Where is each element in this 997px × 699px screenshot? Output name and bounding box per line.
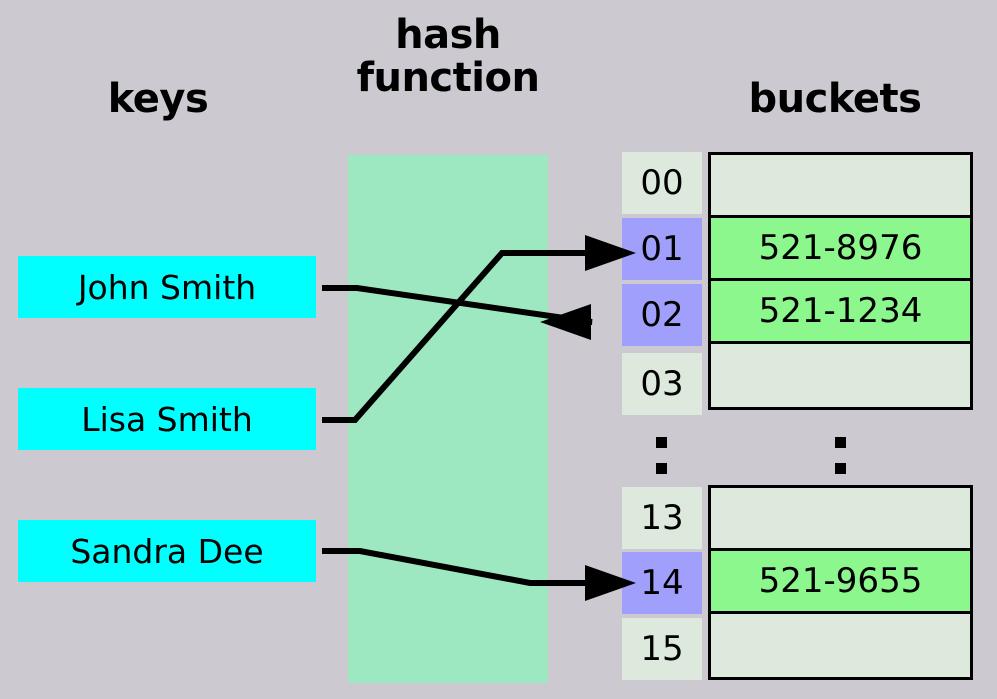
bucket-cell-03[interactable] bbox=[711, 344, 970, 407]
hash-function-panel bbox=[348, 155, 548, 683]
bucket-cell-15[interactable] bbox=[711, 614, 970, 677]
index-box-14[interactable]: 14 bbox=[622, 552, 702, 614]
index-box-03[interactable]: 03 bbox=[622, 353, 702, 415]
key-box-sandra-dee[interactable]: Sandra Dee bbox=[18, 520, 316, 582]
heading-hash-function-line1: hash bbox=[395, 12, 501, 58]
heading-hash-function: hash function bbox=[298, 12, 598, 102]
bucket-cell-02[interactable]: 521-1234 bbox=[711, 281, 970, 344]
index-box-00[interactable]: 00 bbox=[622, 152, 702, 214]
bucket-cell-13[interactable] bbox=[711, 488, 970, 551]
heading-buckets: buckets bbox=[748, 76, 922, 122]
vertical-ellipsis-index-column bbox=[656, 437, 667, 475]
bucket-cell-14[interactable]: 521-9655 bbox=[711, 551, 970, 614]
bucket-cell-01[interactable]: 521-8976 bbox=[711, 218, 970, 281]
index-box-15[interactable]: 15 bbox=[622, 618, 702, 680]
bucket-cell-00[interactable] bbox=[711, 155, 970, 218]
key-box-lisa-smith[interactable]: Lisa Smith bbox=[18, 388, 316, 450]
key-box-john-smith[interactable]: John Smith bbox=[18, 256, 316, 318]
vertical-ellipsis-bucket-column bbox=[835, 437, 846, 475]
index-box-13[interactable]: 13 bbox=[622, 487, 702, 549]
heading-keys: keys bbox=[107, 76, 209, 122]
bucket-table-top: 521-8976 521-1234 bbox=[708, 152, 973, 410]
index-box-02[interactable]: 02 bbox=[622, 284, 702, 346]
heading-hash-function-line2: function bbox=[356, 55, 540, 102]
index-box-01[interactable]: 01 bbox=[622, 218, 702, 280]
bucket-table-bottom: 521-9655 bbox=[708, 485, 973, 680]
